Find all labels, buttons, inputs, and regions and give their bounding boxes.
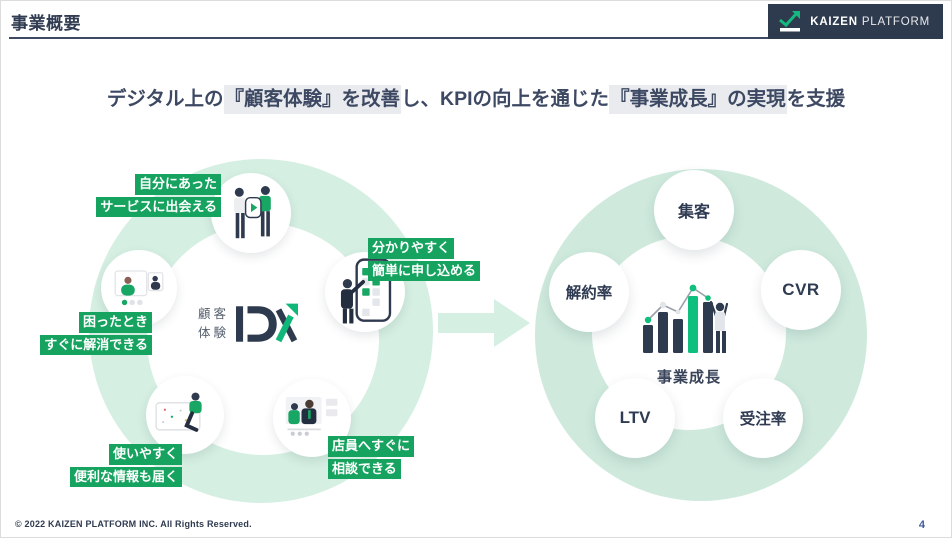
cx-logo-kanji-bottom: 体験 [198, 326, 230, 340]
customer-experience-dx-logo: 顧客 体験 [198, 302, 299, 346]
business-growth-label: 事業成長 [656, 369, 721, 386]
illustration-circle-support [101, 250, 177, 326]
cx-logo-kanji-top: 顧客 [198, 307, 230, 322]
brand-kaizen: KAIZEN [810, 15, 858, 28]
kpi-circle-attraction: 集客 [654, 170, 734, 250]
benefit-line: 便利な情報も届く [69, 466, 182, 488]
kpi-circle-ltv: LTV [595, 378, 675, 458]
store-clerk-consultation-icon [285, 397, 338, 436]
benefit-line: すぐに解消できる [40, 334, 152, 356]
brand-platform: PLATFORM [861, 15, 930, 28]
title-divider [9, 37, 943, 39]
headline-seg-3-highlight: 『事業成長』の実現 [609, 85, 787, 114]
cx-logo-kanji: 顧客 体験 [198, 305, 229, 343]
benefit-label-signup: 分かりやすく 簡単に申し込める [368, 236, 481, 282]
benefit-line: 相談できる [328, 458, 401, 480]
benefit-label-support: 困ったとき すぐに解消できる [40, 310, 152, 356]
kaizen-check-arrow-icon [779, 11, 801, 32]
benefit-line: 困ったとき [78, 312, 152, 333]
growth-bar-chart-icon [643, 284, 729, 353]
copyright-text: © 2022 KAIZEN PLATFORM INC. All Rights R… [15, 519, 252, 529]
benefit-line: 分かりやすく [368, 238, 455, 259]
headline-seg-4: を支援 [786, 88, 846, 110]
flow-arrow-icon [438, 299, 530, 347]
video-call-support-icon [114, 270, 164, 306]
benefit-line: サービスに出会える [96, 196, 221, 218]
benefit-line: 簡単に申し込める [368, 260, 481, 282]
page-number: 4 [918, 519, 925, 531]
benefit-label-discover: 自分にあった サービスに出会える [96, 172, 221, 218]
kpi-circle-cvr: CVR [761, 250, 841, 330]
headline-seg-0: デジタル上の [106, 88, 224, 110]
illustration-circle-discover [211, 173, 291, 253]
illustration-circle-useful-info [146, 376, 224, 454]
benefit-line: 自分にあった [134, 174, 221, 195]
kpi-circle-order-rate: 受注率 [723, 378, 803, 458]
two-people-holding-play-sign-icon [233, 186, 271, 239]
kpi-circle-churn-rate: 解約率 [549, 252, 629, 332]
benefit-label-useful-info: 使いやすく 便利な情報も届く [69, 442, 182, 488]
page-title: 事業概要 [11, 14, 81, 33]
headline-seg-2: し、KPIの向上を通じた [401, 88, 610, 110]
tablet-useful-info-icon [155, 392, 202, 432]
benefit-line: 店員へすぐに [328, 436, 415, 457]
headline: デジタル上の『顧客体験』を改善し、KPIの向上を通じた『事業成長』の実現を支援 [1, 85, 951, 114]
headline-seg-1-highlight: 『顧客体験』を改善 [223, 85, 402, 114]
benefit-line: 使いやすく [108, 444, 182, 465]
dx-mark-icon [236, 303, 299, 343]
benefit-label-clerk: 店員へすぐに 相談できる [328, 434, 415, 480]
